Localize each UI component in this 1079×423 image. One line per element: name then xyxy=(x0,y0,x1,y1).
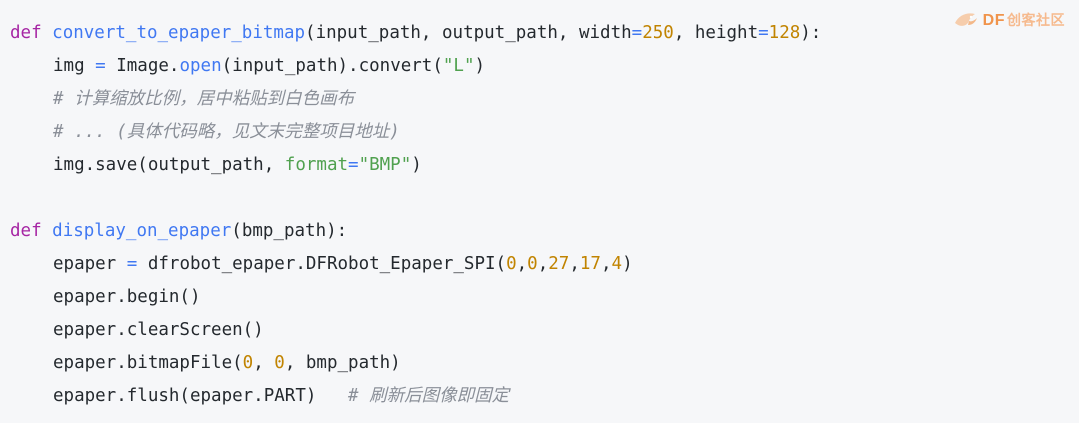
code-line-2: img = Image.open(input_path).convert("L"… xyxy=(10,50,1079,83)
code-text: img xyxy=(53,56,96,76)
code-text: dfrobot_epaper.DFRobot_Epaper_SPI( xyxy=(137,254,507,274)
method-name: open xyxy=(179,56,222,76)
code-line-8: epaper = dfrobot_epaper.DFRobot_Epaper_S… xyxy=(10,248,1079,281)
code-comment: # ... (具体代码略，见文末完整项目地址) xyxy=(53,122,400,142)
code-text: , xyxy=(600,254,612,274)
code-text: ): xyxy=(800,23,822,43)
code-text: ) xyxy=(411,155,422,175)
code-text: (bmp_path): xyxy=(231,221,348,241)
code-comment: # 计算缩放比例，居中粘贴到白色画布 xyxy=(53,89,355,109)
code-text: , xyxy=(516,254,528,274)
number-literal: 128 xyxy=(768,23,801,43)
code-line-10: epaper.clearScreen() xyxy=(10,314,1079,347)
code-comment: # 刷新后图像即固定 xyxy=(348,386,510,406)
keyword-argument: format xyxy=(284,155,349,175)
operator: = xyxy=(631,23,643,43)
bird-logo-icon xyxy=(953,9,979,31)
watermark-brand-letters: DF xyxy=(982,12,1005,29)
code-line-1: def convert_to_epaper_bitmap(input_path,… xyxy=(10,17,1079,50)
code-line-5: img.save(output_path, format="BMP") xyxy=(10,149,1079,182)
code-text: (input_path).convert( xyxy=(221,56,443,76)
code-line-4: # ... (具体代码略，见文末完整项目地址) xyxy=(10,116,1079,149)
code-line-7: def display_on_epaper(bmp_path): xyxy=(10,215,1079,248)
number-literal: 0 xyxy=(527,254,538,274)
number-literal: 4 xyxy=(611,254,623,274)
code-text: , height xyxy=(673,23,759,43)
code-text: , xyxy=(537,254,549,274)
code-line-3: # 计算缩放比例，居中粘贴到白色画布 xyxy=(10,83,1079,116)
keyword-def: def xyxy=(10,221,42,241)
code-text: (input_path, output_path, width xyxy=(305,23,632,43)
code-line-9: epaper.begin() xyxy=(10,281,1079,314)
number-literal: 27 xyxy=(548,254,570,274)
code-text: , bmp_path) xyxy=(284,353,401,373)
number-literal: 0 xyxy=(506,254,517,274)
code-text: ) xyxy=(622,254,633,274)
code-text: , xyxy=(569,254,580,274)
function-name: convert_to_epaper_bitmap xyxy=(52,23,306,43)
code-text: ) xyxy=(474,56,486,76)
code-text: epaper.clearScreen() xyxy=(53,320,264,340)
code-text: epaper.flush(epaper.PART) xyxy=(53,386,349,406)
code-text: Image. xyxy=(105,56,180,76)
operator: = xyxy=(758,23,769,43)
string-literal: "L" xyxy=(442,56,475,76)
keyword-def: def xyxy=(10,23,42,43)
watermark-subtitle: 创客社区 xyxy=(1007,12,1065,28)
string-literal: "BMP" xyxy=(358,155,412,175)
number-literal: 0 xyxy=(242,353,254,373)
code-text: epaper.bitmapFile( xyxy=(53,353,243,373)
number-literal: 0 xyxy=(274,353,285,373)
function-name: display_on_epaper xyxy=(52,221,232,241)
code-text: , xyxy=(253,353,275,373)
code-text: epaper.begin() xyxy=(53,287,201,307)
number-literal: 17 xyxy=(579,254,601,274)
number-literal: 250 xyxy=(642,23,674,43)
code-line-11: epaper.bitmapFile(0, 0, bmp_path) xyxy=(10,347,1079,380)
code-text: epaper xyxy=(53,254,127,274)
code-text: img.save(output_path, xyxy=(53,155,285,175)
code-line-6-blank xyxy=(10,182,1079,215)
operator: = xyxy=(126,254,138,274)
operator: = xyxy=(348,155,359,175)
code-line-12: epaper.flush(epaper.PART) # 刷新后图像即固定 xyxy=(10,380,1079,413)
operator: = xyxy=(95,56,106,76)
